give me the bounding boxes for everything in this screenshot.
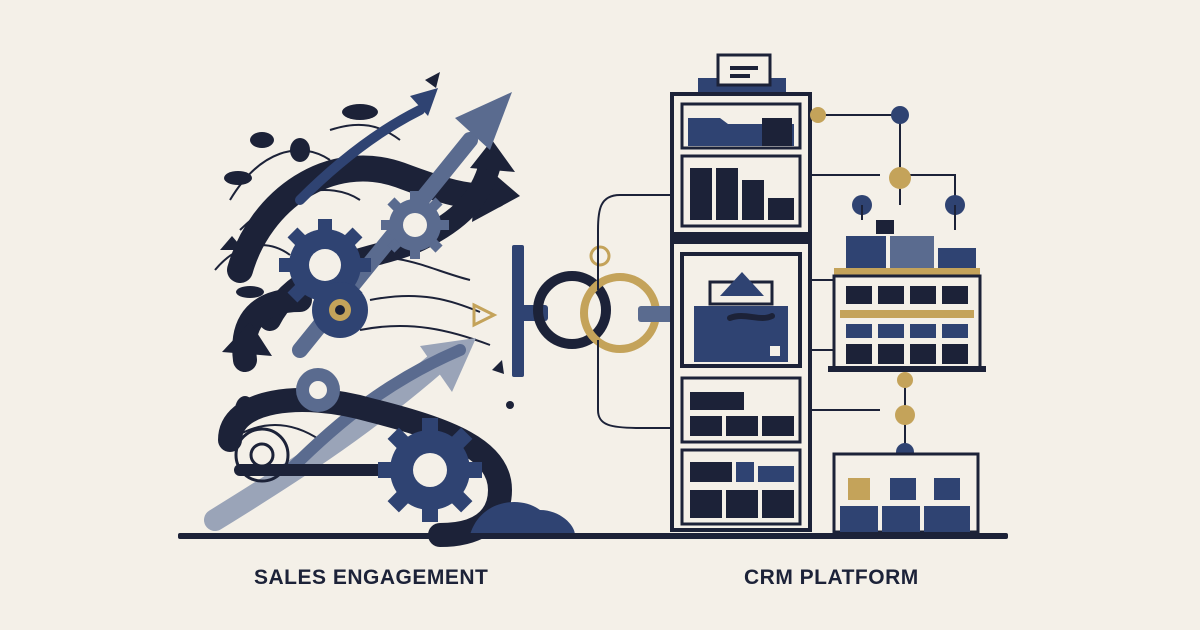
sales-engagement-artwork [204, 72, 575, 547]
binder-set [690, 168, 794, 220]
gear-icon [378, 418, 482, 522]
gear-icon [296, 368, 340, 412]
shelving-unit [828, 220, 986, 372]
gear-icon [381, 191, 449, 259]
ground-line [178, 533, 1008, 539]
crm-platform-label: CRM PLATFORM [744, 566, 919, 589]
chain-link-icon [512, 245, 688, 377]
gear-icon [312, 282, 368, 338]
storage-box [832, 452, 980, 534]
gear-icon [234, 427, 290, 483]
decorative-blobs [224, 104, 575, 535]
growth-arrow-icon [222, 288, 312, 372]
growth-arrow-icon [295, 88, 438, 205]
archive-cabinet-icon [670, 53, 812, 532]
network-node-icon [810, 106, 965, 461]
connector-lines [597, 114, 900, 429]
small-arrow-icon [220, 72, 514, 409]
sales-engagement-label: SALES ENGAGEMENT [254, 566, 489, 589]
